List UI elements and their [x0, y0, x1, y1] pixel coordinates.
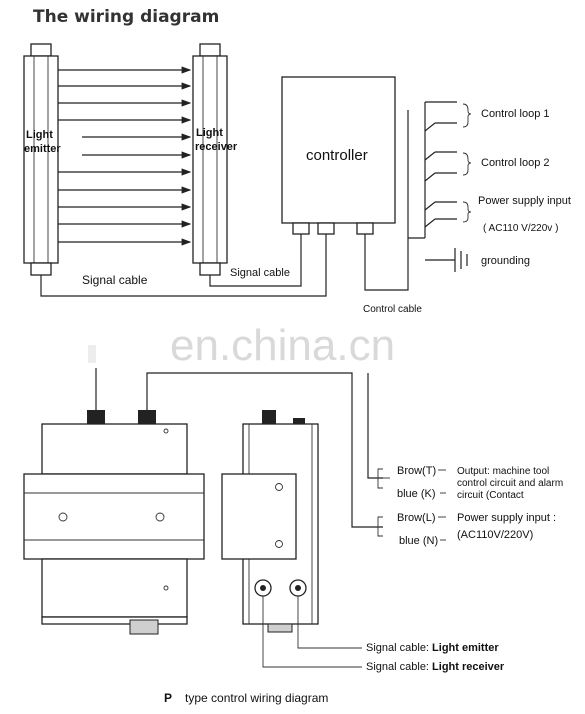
signal-cables [40, 234, 327, 297]
glare-mark [88, 345, 96, 363]
output-cables [367, 373, 446, 541]
receiver-label-line2: receiver [195, 141, 238, 153]
controller-front-view [23, 368, 383, 635]
diagram-title: The wiring diagram [33, 7, 219, 27]
output-label-line2: control circuit and alarm [457, 478, 563, 489]
signal-emitter-label: Signal cable: Light emitter [366, 642, 499, 654]
emitter-label-line2: emitter [24, 143, 61, 155]
controller-side-view [221, 410, 319, 633]
terminal-block [424, 101, 472, 238]
blue-k-label: blue (K) [397, 488, 436, 500]
light-emitter-bar [23, 43, 59, 276]
power-supply-label: Power supply input [478, 195, 571, 207]
emitter-label-line1: Light [26, 129, 53, 141]
light-beam-arrows [58, 66, 192, 246]
brow-t-label: Brow(T) [397, 465, 436, 477]
ground-icon [425, 248, 468, 272]
caption-text: type control wiring diagram [185, 691, 328, 705]
power-input-label-line1: Power supply input : [457, 512, 556, 524]
blue-n-label: blue (N) [399, 535, 438, 547]
receiver-label-line1: Light [196, 127, 223, 139]
control-cable-label: Control cable [363, 304, 422, 315]
controller-label: controller [306, 147, 368, 164]
signal-cable-leads [262, 596, 362, 668]
signal-cable-label-1: Signal cable [82, 273, 148, 287]
light-receiver-bar [192, 43, 228, 276]
output-label-line3: circuit (Contact [457, 490, 524, 501]
control-loop-1-label: Control loop 1 [481, 108, 550, 120]
signal-receiver-label: Signal cable: Light receiver [366, 661, 505, 673]
output-label-line1: Output: machine tool [457, 466, 549, 477]
power-voltage-label: ( AC110 V/220v ) [483, 223, 558, 234]
power-input-label-line2: (AC110V/220V) [457, 529, 533, 541]
controller-box [281, 76, 396, 235]
brow-l-label: Brow(L) [397, 512, 436, 524]
control-loop-2-label: Control loop 2 [481, 157, 550, 169]
grounding-label: grounding [481, 255, 530, 267]
signal-cable-label-2: Signal cable [230, 267, 290, 279]
caption-letter: P [164, 691, 172, 705]
control-cable [364, 110, 425, 291]
watermark: en.china.cn [170, 321, 395, 370]
